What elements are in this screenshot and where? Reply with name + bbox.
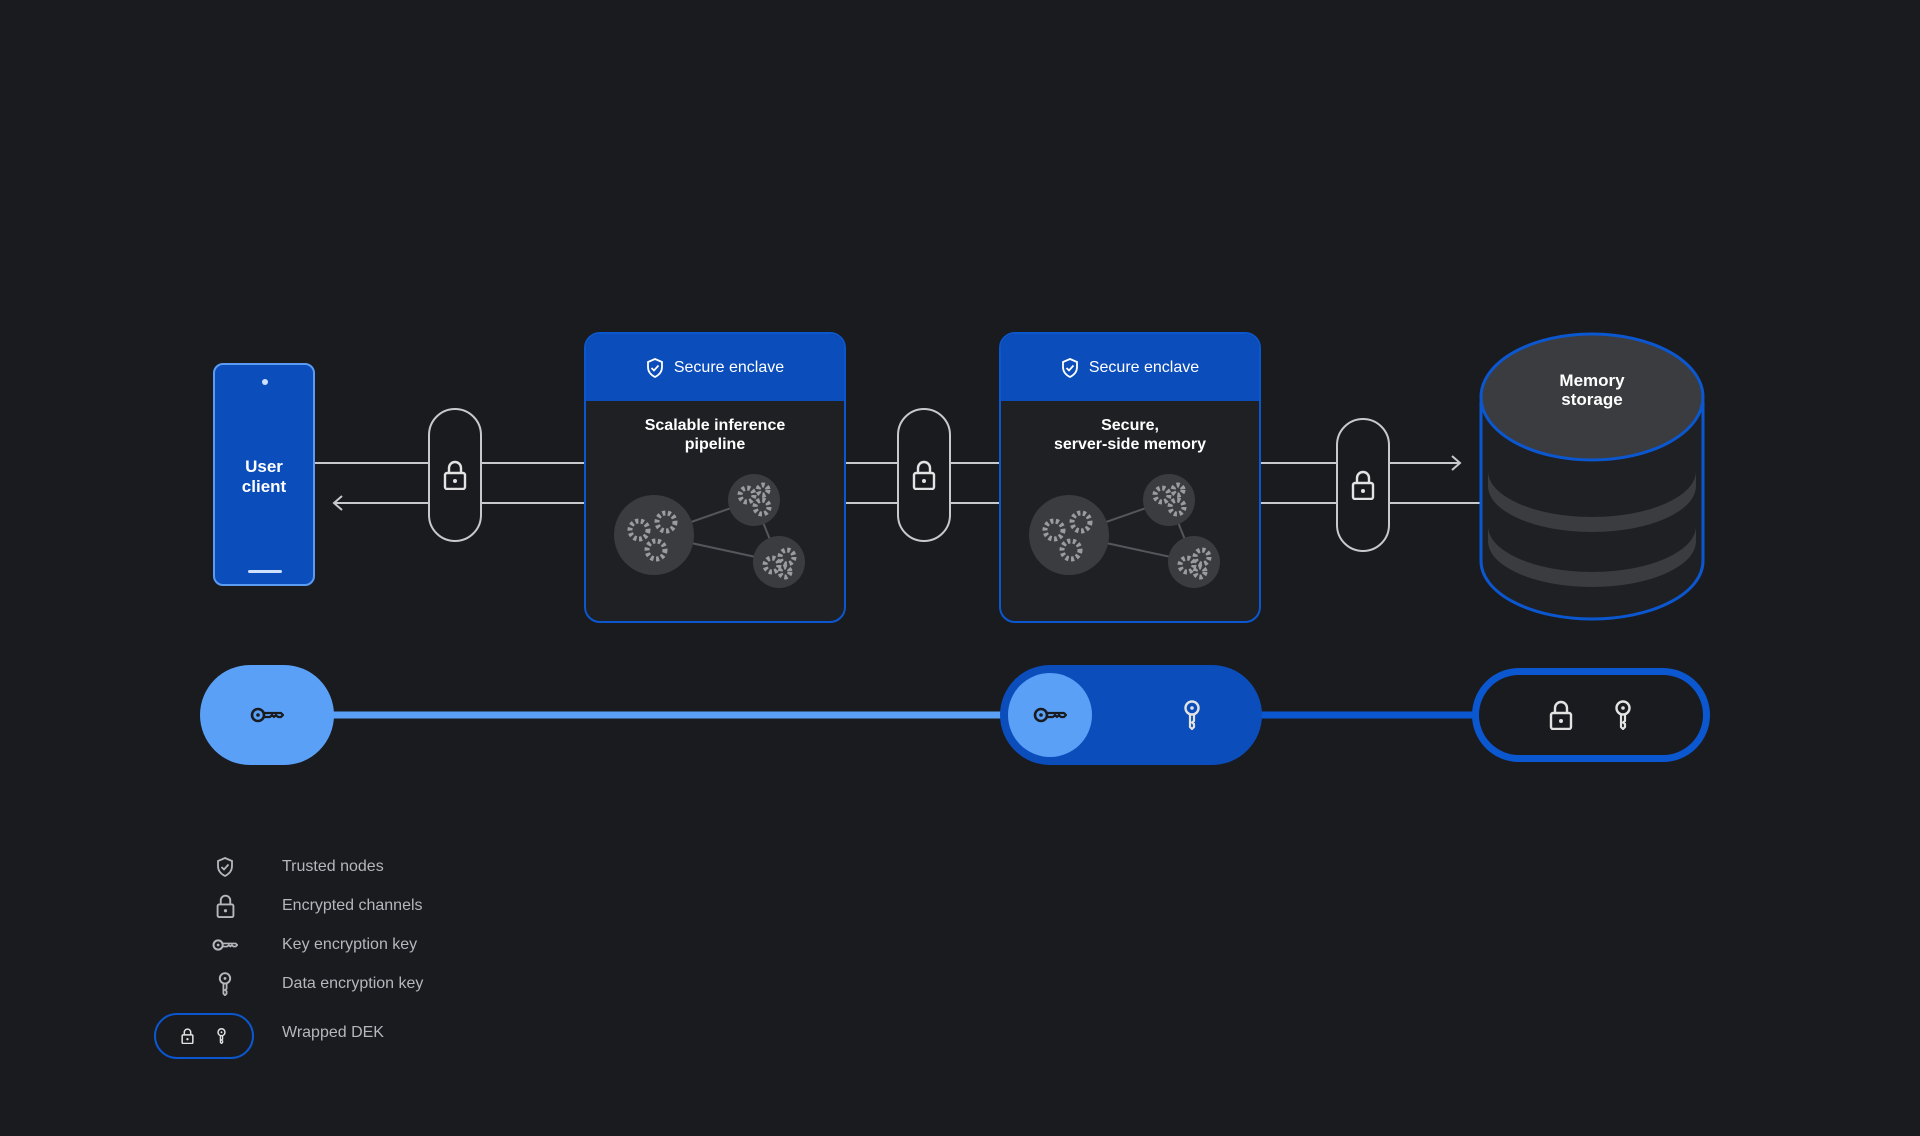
request-arrow-head xyxy=(1451,455,1462,471)
key-icon xyxy=(212,939,238,951)
lock-icon xyxy=(443,460,467,490)
enclave-header: Secure enclave xyxy=(1001,334,1259,401)
encrypted-channel-1 xyxy=(428,408,482,542)
legend-label: Encrypted channels xyxy=(282,897,423,914)
shield-check-icon xyxy=(1061,357,1078,378)
database-icon xyxy=(1479,332,1705,621)
legend-wrapped-dek-label: Wrapped DEK xyxy=(282,1024,384,1041)
memory-storage-label: Memory storage xyxy=(1559,371,1625,409)
enclave-header: Secure enclave xyxy=(586,334,844,401)
keyhole-key-icon xyxy=(217,1028,226,1044)
lock-icon xyxy=(1351,470,1375,500)
enclave-header-label: Secure enclave xyxy=(1088,358,1200,376)
legend-data-encryption-key: Data encryption key xyxy=(200,970,600,998)
legend-label: Key encryption key xyxy=(282,936,418,953)
secure-enclave-inference: Secure enclave Scalable inference pipeli… xyxy=(584,332,846,623)
keyhole-key-icon xyxy=(1615,700,1631,730)
legend-label: Trusted nodes xyxy=(282,858,384,875)
enclave-kek xyxy=(1008,673,1092,757)
secure-enclave-memory: Secure enclave Secure, server-side memor… xyxy=(999,332,1261,623)
lock-icon xyxy=(912,460,936,490)
lock-icon xyxy=(1549,700,1573,730)
keyhole-key-icon xyxy=(218,972,232,996)
shield-check-icon xyxy=(646,357,663,378)
response-arrow-head xyxy=(332,495,343,511)
legend-label: Data encryption key xyxy=(282,975,424,992)
user-client-device: User client xyxy=(213,363,315,586)
lock-icon xyxy=(216,894,234,918)
legend-key-encryption-key: Key encryption key xyxy=(200,931,600,959)
gears-icon xyxy=(1029,474,1220,588)
phone-home-bar xyxy=(248,570,282,573)
legend-trusted-nodes: Trusted nodes xyxy=(200,853,600,881)
user-client-label: User client xyxy=(241,457,287,496)
lock-icon xyxy=(181,1028,194,1044)
encrypted-channel-2 xyxy=(897,408,951,542)
wrapped-dek-storage xyxy=(1472,668,1710,762)
shield-check-icon xyxy=(217,857,233,878)
legend-encrypted-channels: Encrypted channels xyxy=(200,892,600,920)
keyhole-key-icon xyxy=(1184,700,1200,730)
key-icon xyxy=(1033,707,1067,723)
memory-storage: Memory storage xyxy=(1478,331,1706,625)
phone-camera xyxy=(262,379,268,385)
key-icon xyxy=(250,707,284,723)
legend-wrapped-dek-swatch xyxy=(154,1013,254,1059)
client-kek xyxy=(200,665,334,765)
enclave-title: Secure, server-side memory xyxy=(1053,417,1207,453)
enclave-keys xyxy=(1000,665,1262,765)
encrypted-channel-3 xyxy=(1336,418,1390,552)
enclave-header-label: Secure enclave xyxy=(673,358,785,376)
enclave-title: Scalable inference pipeline xyxy=(644,417,786,453)
gears-icon xyxy=(614,474,805,588)
